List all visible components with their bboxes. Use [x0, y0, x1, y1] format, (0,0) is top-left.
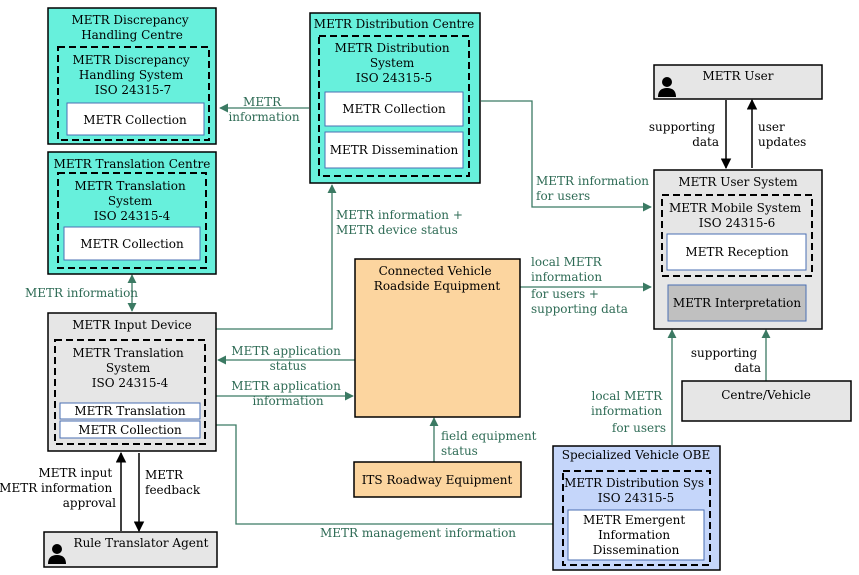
flow-input-to-dist — [216, 184, 337, 330]
discrepancy-centre-title: METR Discrepancy Handling Centre — [72, 13, 193, 42]
translation-centre-title: METR Translation Centre — [54, 157, 211, 171]
user-system-title: METR User System — [678, 175, 798, 189]
obe-system-frame — [562, 470, 711, 566]
distribution-collection-box — [324, 91, 464, 127]
label-cv-support: supporting data — [691, 346, 761, 375]
discrepancy-collection-label: METR Collection — [83, 113, 187, 127]
distribution-system-frame — [318, 35, 470, 177]
rule-translator-frame — [43, 531, 218, 568]
input-collection-label: METR Collection — [78, 423, 182, 437]
label-dist-to-user: METR information for users — [536, 174, 653, 203]
input-translation-label: METR Translation — [74, 404, 186, 418]
metr-user-frame — [653, 64, 823, 100]
input-collection-box — [59, 420, 201, 439]
centre-vehicle-box: Centre/Vehicle — [681, 380, 852, 422]
distribution-centre-title: METR Distribution Centre — [314, 17, 474, 31]
obe-system-label: METR Distribution Sys ISO 24315-5 — [564, 476, 708, 505]
flow-dist-to-user — [481, 100, 652, 212]
label-input-to-dist: METR information + METR device status — [336, 208, 467, 237]
person-icon — [658, 77, 676, 97]
person-icon — [48, 544, 66, 564]
flow-lines — [115, 98, 771, 533]
its-roadway-box: ITS Roadway Equipment — [353, 461, 522, 498]
mobile-system-frame — [661, 194, 813, 277]
cv-roadside-title: Connected Vehicle Roadside Equipment — [374, 264, 501, 293]
label-its-to-cv: field equipment status — [441, 429, 540, 458]
reception-box — [666, 233, 807, 271]
centre-vehicle-title: Centre/Vehicle — [721, 388, 811, 402]
mobile-system-label: METR Mobile System ISO 24315-6 — [669, 201, 805, 230]
input-system-frame — [54, 339, 206, 445]
label-agent-to-input: METR input + METR information approval — [0, 466, 116, 510]
flow-management — [216, 424, 553, 525]
label-metr-information-top: METR information — [228, 95, 299, 124]
discrepancy-collection-box — [66, 102, 205, 136]
input-system-label: METR Translation System ISO 24315-4 — [72, 346, 187, 390]
label-system-to-user: user updates — [758, 120, 806, 149]
translation-collection-label: METR Collection — [80, 237, 184, 251]
cv-roadside-frame — [354, 258, 521, 418]
label-cv-to-user: local METR information for users + suppo… — [531, 255, 628, 316]
distribution-dissemination-label: METR Dissemination — [330, 143, 459, 157]
label-user-to-system: supporting data — [649, 120, 719, 149]
input-translation-box — [59, 402, 201, 420]
translation-centre-box: METR Translation Centre METR Translation… — [47, 151, 217, 275]
cv-roadside-box: Connected Vehicle Roadside Equipment — [354, 258, 521, 418]
its-roadway-frame — [353, 461, 522, 498]
label-cv-to-input: METR application status — [231, 344, 344, 373]
translation-collection-box — [63, 226, 201, 261]
centre-vehicle-frame — [681, 380, 852, 422]
rule-translator-box: Rule Translator Agent — [43, 531, 218, 568]
interpretation-label: METR Interpretation — [673, 296, 801, 310]
metr-user-box: METR User — [653, 64, 823, 100]
discrepancy-centre-box: METR Discrepancy Handling Centre METR Di… — [47, 7, 217, 145]
label-input-to-cv: METR application information — [231, 379, 344, 408]
its-roadway-title: ITS Roadway Equipment — [362, 473, 513, 487]
distribution-dissemination-box — [324, 131, 464, 169]
user-system-box: METR User System METR Mobile System ISO … — [653, 169, 823, 330]
label-management: METR management information — [320, 526, 516, 540]
input-device-box: METR Input Device METR Translation Syste… — [47, 312, 217, 452]
distribution-collection-label: METR Collection — [342, 102, 446, 116]
specialized-obe-title: Specialized Vehicle OBE — [562, 448, 710, 462]
specialized-obe-box: Specialized Vehicle OBE METR Distributio… — [552, 445, 721, 571]
interpretation-box — [667, 284, 807, 322]
translation-system-label: METR Translation System ISO 24315-4 — [74, 179, 189, 223]
flow-labels: METR information METR information METR i… — [0, 95, 806, 540]
label-obe-to-user: local METR information for users — [591, 389, 666, 435]
emergent-dissemination-box — [567, 509, 705, 561]
label-input-to-agent: METR feedback — [145, 468, 201, 497]
discrepancy-system-label: METR Discrepancy Handling System ISO 243… — [73, 53, 194, 97]
distribution-centre-box: METR Distribution Centre METR Distributi… — [309, 12, 481, 184]
label-metr-information-left: METR information — [25, 286, 138, 300]
reception-label: METR Reception — [685, 245, 788, 259]
metr-user-title: METR User — [702, 69, 773, 83]
discrepancy-system-frame — [57, 46, 210, 141]
rule-translator-title: Rule Translator Agent — [74, 536, 209, 550]
input-device-title: METR Input Device — [72, 318, 192, 332]
distribution-system-label: METR Distribution System ISO 24315-5 — [335, 41, 454, 85]
emergent-dissemination-label: METR Emergent Information Dissemination — [583, 513, 689, 557]
